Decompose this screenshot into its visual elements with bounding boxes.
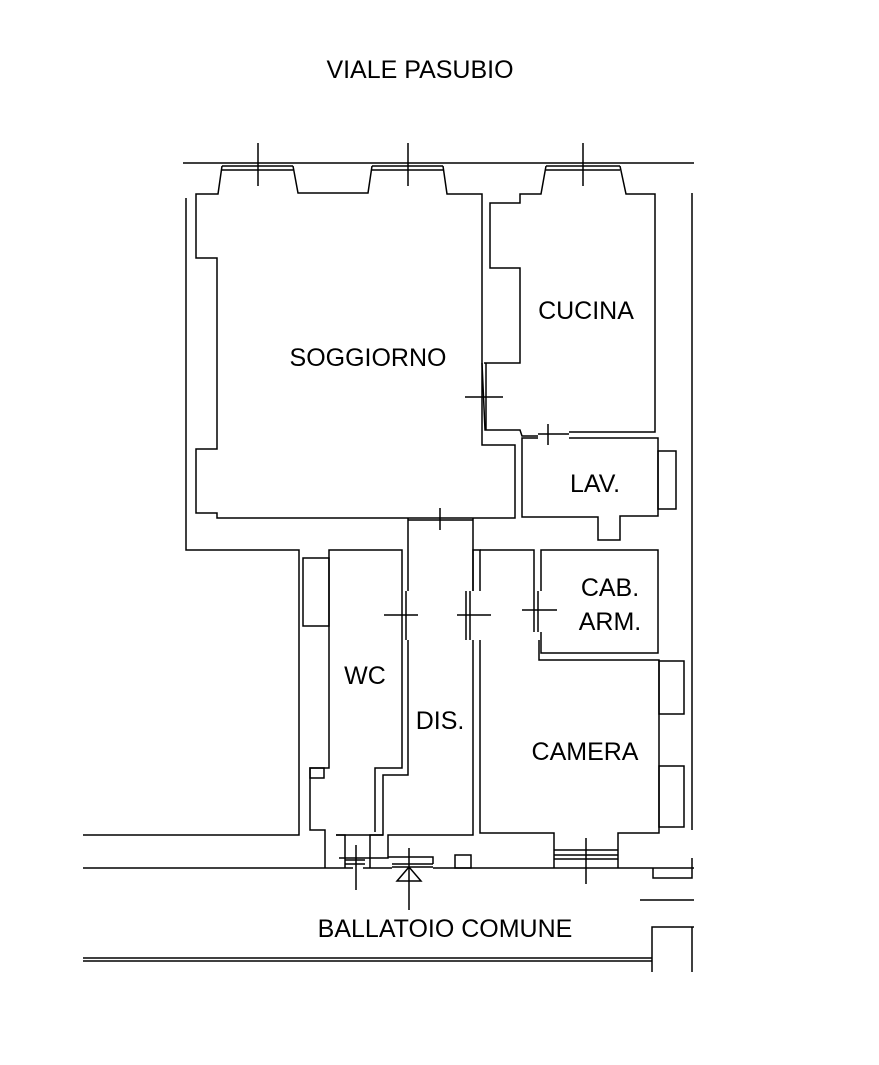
window-wc	[345, 845, 365, 890]
room-label-lav: LAV.	[569, 470, 621, 498]
room-label-dis: DIS.	[415, 707, 465, 735]
window-soggiorno-1	[222, 143, 293, 186]
door-camera	[457, 591, 491, 640]
window-soggiorno-2	[372, 143, 443, 186]
room-label-cab: CAB.	[580, 574, 640, 602]
door-wc	[384, 591, 418, 640]
window-camera	[554, 838, 618, 884]
room-label-cucina: CUCINA	[538, 297, 634, 325]
room-label-camera: CAMERA	[531, 738, 639, 766]
corridor-label: BALLATOIO COMUNE	[317, 915, 573, 943]
room-label-wc: WC	[344, 662, 386, 690]
room-label-soggiorno: SOGGIORNO	[289, 344, 447, 372]
window-cucina	[546, 143, 620, 186]
room-label-arm: ARM.	[578, 608, 642, 636]
walls	[83, 143, 694, 972]
street-label: VIALE PASUBIO	[326, 56, 514, 84]
